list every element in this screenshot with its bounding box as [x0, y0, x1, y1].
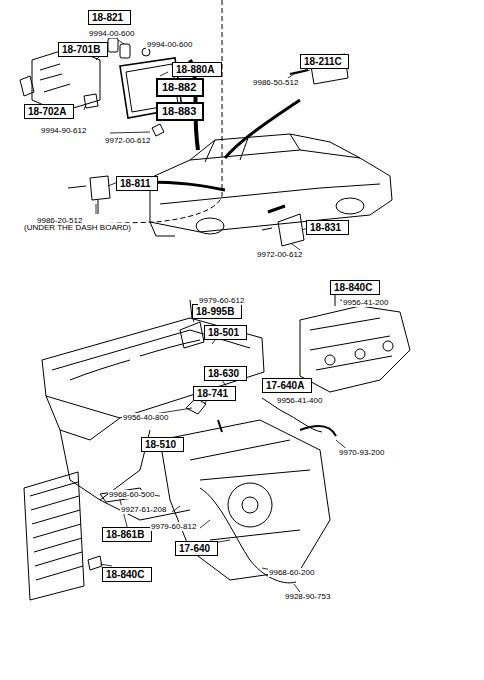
sensor — [68, 176, 110, 214]
part-number: 9956-40-800 — [122, 413, 169, 422]
part-number: 9927-61-208 — [120, 505, 167, 514]
callout-box: 18-995B — [192, 304, 242, 319]
cylinder-head — [42, 300, 264, 520]
callout-box: 18-880A — [172, 62, 222, 77]
part-number: 9979-60-612 — [198, 296, 245, 305]
callout-number: 18-211C — [304, 56, 342, 67]
switch — [88, 556, 102, 570]
callout-box: 17-640A — [262, 378, 312, 393]
location-arrow — [225, 100, 300, 158]
callout-number: 17-640A — [266, 380, 304, 391]
callout-box: 18-701B — [58, 42, 108, 57]
callout-box: 18-821 — [88, 10, 131, 25]
part-number: 9986-20-512 — [36, 216, 83, 225]
transmission — [160, 420, 330, 580]
part-number: 9986-50-512 — [252, 78, 299, 87]
callout-box: 18-883 — [156, 102, 204, 121]
callout-box: 18-630 — [204, 366, 247, 381]
callout-box: 18-840C — [330, 280, 380, 295]
part-number: 9956-41-400 — [276, 396, 323, 405]
callout-number: 18-882 — [162, 81, 196, 93]
radiator — [24, 472, 84, 600]
callout-number: 18-501 — [208, 327, 239, 338]
callout-number: 18-821 — [92, 12, 123, 23]
part-number: 9972-00-612 — [256, 250, 303, 259]
callout-number: 18-702A — [28, 106, 66, 117]
callout-box: 17-640 — [175, 541, 218, 556]
callout-number: 18-510 — [145, 439, 176, 450]
callout-box: 18-811 — [116, 176, 158, 191]
part-number: 9928-90-753 — [284, 592, 331, 601]
callout-box: 18-510 — [141, 437, 184, 452]
intake-manifold — [300, 288, 410, 392]
part-number: 9956-41-200 — [342, 298, 389, 307]
callout-number: 18-995B — [196, 306, 234, 317]
callout-number: 18-883 — [162, 105, 196, 117]
leader-lines — [52, 34, 352, 592]
part-number: 9968-60-200 — [268, 568, 315, 577]
part-number: 9994-00-600 — [88, 29, 135, 38]
callout-number: 18-701B — [62, 44, 100, 55]
callout-number: 18-811 — [120, 178, 151, 189]
location-arrow — [268, 206, 285, 212]
part-number: 9968-60-500 — [108, 490, 155, 499]
callout-box: 18-702A — [24, 104, 74, 119]
callout-number: 18-840C — [106, 569, 144, 580]
callout-box: 18-831 — [306, 220, 349, 235]
callout-box: 18-741 — [193, 386, 236, 401]
callout-box: 18-861B — [102, 527, 152, 542]
callout-number: 18-880A — [176, 64, 214, 75]
part-number: 9970-93-200 — [338, 448, 385, 457]
unit — [262, 214, 304, 246]
callout-box: 18-840C — [102, 567, 152, 582]
callout-number: 18-861B — [106, 529, 144, 540]
callout-box: 18-501 — [204, 325, 247, 340]
callout-number: 18-741 — [197, 388, 228, 399]
callout-number: 18-630 — [208, 368, 239, 379]
part-number: 9972-00-612 — [104, 136, 151, 145]
callout-number: 17-640 — [179, 543, 210, 554]
part-number: 9994-00-600 — [146, 40, 193, 49]
part-number: 9979-60-812 — [150, 522, 197, 531]
callout-box: 18-882 — [156, 78, 204, 97]
callout-number: 18-840C — [334, 282, 372, 293]
callout-box: 18-211C — [300, 54, 349, 69]
part-number: 9994-90-612 — [40, 126, 87, 135]
callout-number: 18-831 — [310, 222, 341, 233]
